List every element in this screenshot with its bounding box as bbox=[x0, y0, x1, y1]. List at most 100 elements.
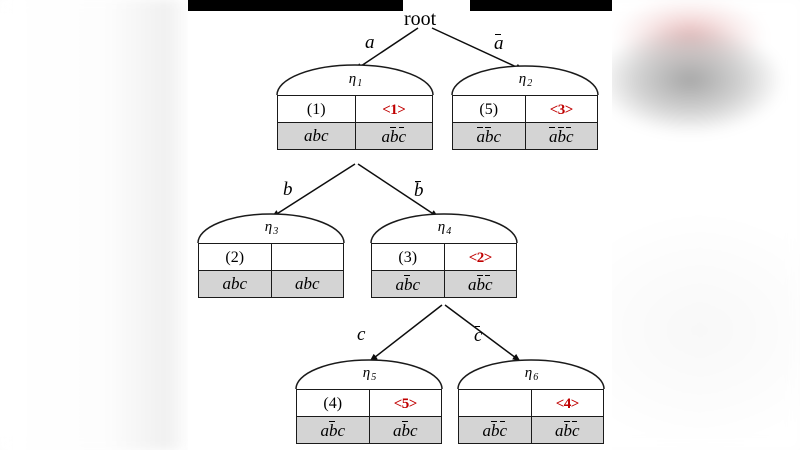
table-row: abc abc bbox=[296, 416, 442, 444]
cube-cell-left: abc bbox=[198, 270, 272, 298]
literal-b-negated: b bbox=[557, 126, 566, 146]
eta-subscript: 2 bbox=[527, 78, 533, 89]
node-table-eta4: (3) <2> abc abc bbox=[371, 243, 517, 298]
edge-label-b: b bbox=[283, 179, 293, 200]
table-row: abc abc bbox=[458, 416, 604, 444]
literal-c-negated: c bbox=[571, 420, 580, 440]
literal-b-negated: b bbox=[401, 420, 410, 440]
dome-eta6 bbox=[457, 359, 605, 390]
cube-cell-right: abc bbox=[368, 416, 442, 444]
cube-cell-right: abc bbox=[443, 270, 517, 298]
edge-root-eta1 bbox=[354, 27, 419, 71]
cube-cell-left: abc bbox=[371, 270, 445, 298]
node-title-eta3: η3 bbox=[198, 219, 344, 237]
literal-c: c bbox=[239, 274, 248, 293]
eta-glyph: η bbox=[524, 365, 533, 381]
literal-a: a bbox=[554, 420, 564, 440]
literal-c: c bbox=[493, 126, 502, 146]
literal-b: b bbox=[303, 274, 312, 293]
literal-a: a bbox=[222, 274, 231, 293]
node-title-eta2: η2 bbox=[452, 71, 598, 89]
dome-eta1 bbox=[276, 64, 434, 96]
mark-cell: <1> bbox=[354, 95, 433, 123]
node-table-eta6: <4> abc abc bbox=[458, 389, 604, 444]
eta-glyph: η bbox=[362, 365, 371, 381]
literal-b: b bbox=[230, 274, 240, 293]
literal-a-negated: a bbox=[476, 126, 485, 146]
edge-eta1-eta3 bbox=[271, 163, 356, 218]
dome-eta2 bbox=[451, 65, 599, 96]
literal-a: a bbox=[467, 274, 477, 294]
dome-eta5 bbox=[295, 359, 443, 390]
eta-glyph: η bbox=[437, 219, 446, 235]
literal-a: a bbox=[395, 274, 404, 294]
table-row: abc abc bbox=[277, 122, 433, 150]
top-black-bar-right bbox=[470, 0, 612, 11]
node-title-eta1: η1 bbox=[277, 71, 433, 89]
cube-cell-right: abc bbox=[530, 416, 604, 444]
literal-a: a bbox=[381, 126, 390, 146]
literal-b-negated: b bbox=[563, 420, 572, 440]
literal-a: a bbox=[320, 420, 329, 440]
literal-b-negated: b bbox=[490, 420, 500, 440]
literal-c-negated: c bbox=[565, 126, 574, 146]
table-row: (3) <2> bbox=[371, 243, 517, 271]
mark-cell: <2> bbox=[443, 243, 517, 271]
literal-c: c bbox=[311, 274, 320, 293]
literal-b: b bbox=[312, 126, 321, 145]
table-row: abc abc bbox=[371, 270, 517, 298]
edge-eta4-eta5 bbox=[369, 304, 443, 362]
top-black-bar-left bbox=[188, 0, 403, 11]
literal-c-negated: c bbox=[499, 420, 508, 440]
dome-eta3 bbox=[197, 213, 345, 244]
eta-glyph: η bbox=[264, 219, 273, 235]
literal-b-negated: b bbox=[389, 126, 399, 146]
literal-c: c bbox=[320, 126, 329, 145]
cube-cell-left: abc bbox=[458, 416, 532, 444]
cube-cell-left: abc bbox=[277, 122, 356, 150]
eta-subscript: 3 bbox=[273, 226, 279, 237]
literal-c-negated: c bbox=[398, 126, 407, 146]
node-title-eta5: η5 bbox=[296, 365, 442, 383]
index-cell: (2) bbox=[198, 243, 272, 271]
eta-subscript: 1 bbox=[357, 78, 363, 89]
literal-a: a bbox=[482, 420, 491, 440]
edge-root-eta2 bbox=[431, 27, 524, 71]
eta-glyph: η bbox=[518, 71, 527, 87]
table-row: abc abc bbox=[452, 122, 598, 150]
literal-b-negated: b bbox=[476, 274, 485, 294]
literal-b-negated: b bbox=[328, 420, 338, 440]
table-row: (2) bbox=[198, 243, 344, 271]
literal-b-negated: b bbox=[484, 126, 494, 146]
literal-c: c bbox=[409, 420, 418, 440]
edge-label-c: c bbox=[357, 324, 366, 345]
literal-a: a bbox=[392, 420, 402, 440]
table-row: (1) <1> bbox=[277, 95, 433, 123]
cube-cell-right: abc bbox=[524, 122, 598, 150]
cube-cell-right: abc bbox=[270, 270, 344, 298]
node-title-eta6: η6 bbox=[458, 365, 604, 383]
edge-eta1-eta4 bbox=[357, 163, 439, 218]
eta-glyph: η bbox=[348, 71, 357, 87]
literal-a: a bbox=[294, 274, 304, 293]
literal-c: c bbox=[412, 274, 421, 294]
index-cell: (4) bbox=[296, 389, 370, 417]
cube-cell-right: abc bbox=[354, 122, 433, 150]
root-label: root bbox=[404, 8, 437, 30]
cube-cell-left: abc bbox=[296, 416, 370, 444]
mark-cell: <4> bbox=[530, 389, 604, 417]
cube-cell-left: abc bbox=[452, 122, 526, 150]
literal-a: a bbox=[303, 126, 313, 145]
node-table-eta3: (2) abc abc bbox=[198, 243, 344, 298]
index-cell: (5) bbox=[452, 95, 526, 123]
node-table-eta5: (4) <5> abc abc bbox=[296, 389, 442, 444]
mark-cell bbox=[270, 243, 344, 271]
table-row: <4> bbox=[458, 389, 604, 417]
edge-eta4-eta6 bbox=[444, 304, 521, 362]
eta-subscript: 5 bbox=[371, 372, 377, 383]
mark-cell: <5> bbox=[368, 389, 442, 417]
index-cell bbox=[458, 389, 532, 417]
table-row: (5) <3> bbox=[452, 95, 598, 123]
